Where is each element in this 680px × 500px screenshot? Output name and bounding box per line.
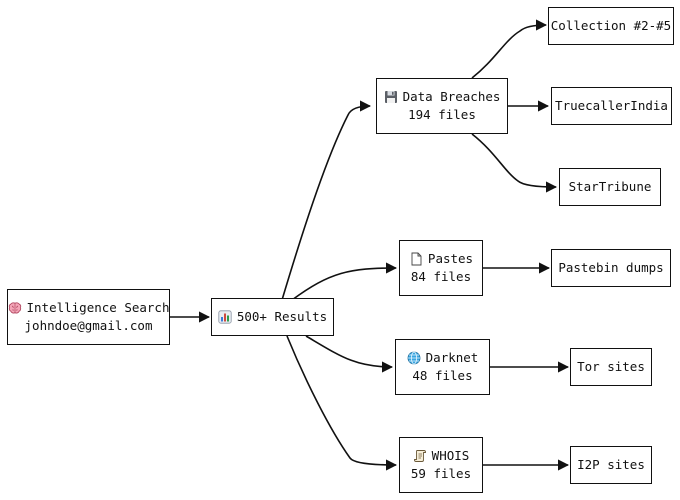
pastes-count: 84 files — [410, 269, 472, 284]
pastebin-label: Pastebin dumps — [558, 260, 664, 275]
document-icon — [411, 252, 422, 266]
data-breaches-count: 194 files — [408, 107, 476, 122]
data-breaches-title: Data Breaches — [402, 89, 501, 104]
intelligence-search-node[interactable]: Intelligence Search johndoe@gmail.com — [7, 289, 170, 345]
pastes-title: Pastes — [427, 251, 474, 266]
pastes-node[interactable]: Pastes 84 files — [399, 240, 483, 296]
i2p-label: I2P sites — [577, 457, 645, 472]
tor-leaf[interactable]: Tor sites — [570, 348, 652, 386]
edge-results-darknet — [305, 335, 394, 373]
edge-results-pastes — [291, 262, 398, 301]
truecaller-label: TruecallerIndia — [555, 98, 668, 113]
collection-leaf[interactable]: Collection #2-#5 — [548, 7, 674, 45]
whois-title: WHOIS — [431, 448, 470, 463]
edge-breaches-startribune — [471, 133, 558, 193]
results-title: 500+ Results — [236, 309, 328, 324]
startribune-label: StarTribune — [568, 179, 652, 194]
root-title: Intelligence Search — [26, 300, 170, 315]
collection-label: Collection #2-#5 — [550, 18, 672, 33]
scroll-icon — [413, 450, 426, 462]
floppy-disk-icon — [384, 91, 397, 103]
darknet-node[interactable]: Darknet 48 files — [395, 339, 490, 395]
pastebin-leaf[interactable]: Pastebin dumps — [551, 249, 671, 287]
results-node[interactable]: 500+ Results — [211, 298, 334, 336]
root-subtitle: johndoe@gmail.com — [24, 318, 153, 333]
whois-node[interactable]: WHOIS 59 files — [399, 437, 483, 493]
startribune-leaf[interactable]: StarTribune — [559, 168, 661, 206]
data-breaches-node[interactable]: Data Breaches 194 files — [376, 78, 508, 134]
truecaller-leaf[interactable]: TruecallerIndia — [551, 87, 672, 125]
i2p-leaf[interactable]: I2P sites — [570, 446, 652, 484]
edge-results-whois — [286, 335, 398, 471]
brain-icon — [8, 302, 21, 314]
darknet-count: 48 files — [412, 368, 473, 383]
darknet-title: Darknet — [425, 350, 479, 365]
bar-chart-icon — [218, 310, 232, 324]
edge-results-breaches — [281, 100, 372, 301]
tor-label: Tor sites — [577, 359, 645, 374]
globe-icon — [407, 351, 421, 365]
edge-breaches-collection — [471, 19, 548, 79]
whois-count: 59 files — [410, 466, 472, 481]
